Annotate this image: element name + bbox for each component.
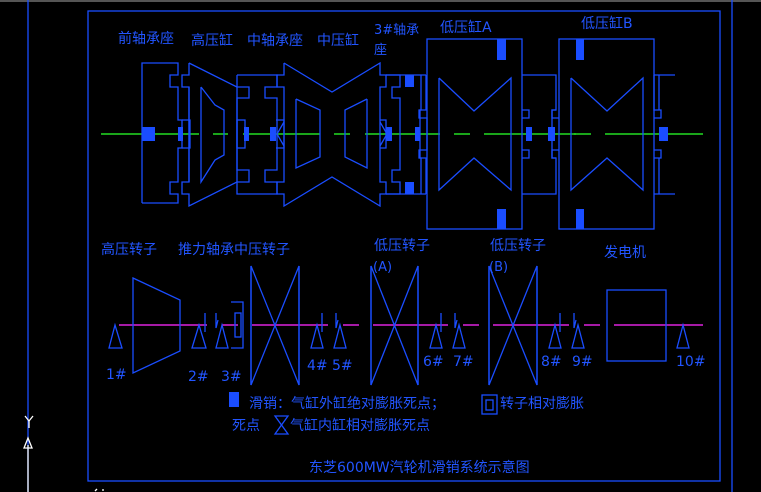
bearing-3 — [215, 322, 229, 349]
label-lp-rotor-b: 低压转子 — [490, 238, 546, 254]
bearing-1 — [108, 322, 123, 349]
lp-cylinder-b — [551, 38, 675, 230]
sliding-key — [576, 209, 584, 229]
bearing-number: 5# — [332, 358, 353, 374]
sliding-key — [178, 127, 183, 141]
drawing-title: 东芝600MW汽轮机滑销系统示意图 — [309, 459, 530, 476]
bearing-4 — [310, 322, 324, 349]
sliding-key — [526, 127, 532, 141]
bearing3-pedestal — [379, 74, 428, 195]
label-hp-rotor: 高压转子 — [101, 241, 157, 258]
label-bearing3-line2: 座 — [374, 43, 387, 58]
drawing-frame — [87, 10, 721, 482]
ucs-icon[interactable] — [23, 415, 104, 492]
legend: 滑销：气缸外缸绝对膨胀死点； 转子相对膨胀 死点 气缸内缸相对膨胀死点 — [229, 392, 584, 435]
label-bearing3-line1: 3#轴承 — [374, 23, 419, 38]
ip-rotor — [250, 265, 300, 386]
sliding-key — [270, 127, 276, 141]
bearing-7 — [452, 322, 466, 349]
lp-rotor-a — [370, 265, 419, 386]
hp-rotor — [132, 276, 181, 375]
label-lp-cylinder-b: 低压缸B — [581, 15, 633, 32]
legend-line1b: 转子相对膨胀 — [500, 395, 584, 412]
front-bearing-pedestal — [141, 62, 191, 204]
window-top-edge — [0, 0, 761, 2]
bearing-6 — [429, 322, 443, 349]
generator-rotor — [606, 289, 667, 362]
label-hp-cylinder: 高压缸 — [191, 32, 233, 49]
bearing-number: 2# — [188, 369, 209, 385]
bearing-9 — [571, 322, 585, 349]
legend-line1: 滑销：气缸外缸绝对膨胀死点； — [249, 395, 445, 412]
label-mid-bearing: 中轴承座 — [247, 33, 303, 49]
label-thrust-ip-rotor: 推力轴承中压转子 — [178, 242, 290, 258]
bearing-number: 8# — [541, 354, 562, 370]
bearing-number: 7# — [453, 354, 474, 370]
legend-line2b: 气缸内缸相对膨胀死点 — [290, 417, 430, 434]
bearing-8 — [548, 322, 562, 349]
bearing-number: 4# — [307, 358, 328, 374]
sliding-key — [576, 39, 584, 60]
sliding-key — [497, 209, 506, 229]
ip-cylinder — [276, 61, 387, 208]
sliding-key — [548, 127, 555, 141]
lp-cylinder-a — [426, 38, 557, 230]
sliding-key — [386, 127, 392, 141]
bearing-number: 9# — [572, 354, 593, 370]
label-lp-rotor-a-suffix: (A) — [373, 260, 392, 275]
legend-rotor-deadpoint-icon — [481, 394, 498, 415]
thrust-bearing — [231, 301, 244, 349]
sliding-key — [405, 182, 414, 194]
bearing-number: 3# — [221, 369, 242, 385]
lp-rotor-b — [488, 265, 538, 386]
sliding-key — [415, 127, 420, 141]
label-lp-rotor-b-suffix: (B) — [489, 260, 508, 275]
legend-line2a: 死点 — [232, 418, 260, 434]
bearing-5 — [333, 322, 347, 349]
legend-hourglass-icon — [273, 415, 290, 435]
label-generator: 发电机 — [604, 245, 646, 261]
bearing-2 — [191, 322, 207, 349]
sliding-key — [142, 127, 155, 141]
bearing-number: 10# — [676, 354, 706, 370]
bearing-supports — [108, 313, 690, 349]
label-lp-cylinder-a: 低压缸A — [440, 19, 492, 36]
bearing-10 — [676, 322, 690, 349]
sliding-key — [244, 127, 249, 141]
label-lp-rotor-a: 低压转子 — [374, 238, 430, 254]
label-front-bearing: 前轴承座 — [118, 30, 174, 47]
legend-sliding-key-icon — [229, 392, 239, 407]
label-ip-cylinder: 中压缸 — [317, 32, 359, 49]
sliding-key — [405, 75, 414, 87]
bearing-number: 1# — [106, 367, 127, 383]
bearing-number: 6# — [423, 354, 444, 370]
sliding-key — [659, 127, 668, 141]
sliding-key — [497, 39, 506, 60]
